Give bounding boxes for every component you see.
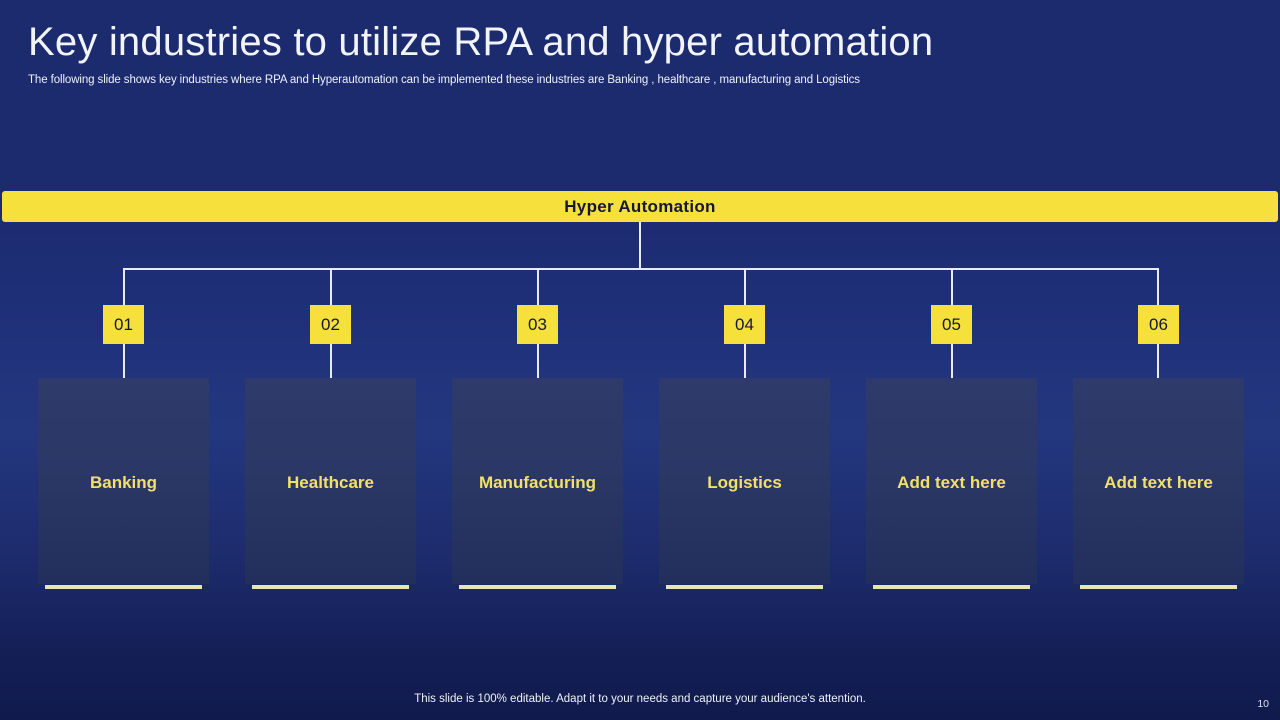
footer-note: This slide is 100% editable. Adapt it to… bbox=[414, 693, 866, 705]
industry-card-01[interactable]: Banking bbox=[38, 378, 209, 584]
banner-label: Hyper Automation bbox=[564, 196, 716, 216]
industry-card-label: Add text here bbox=[1104, 473, 1213, 492]
industry-card-02[interactable]: Healthcare bbox=[245, 378, 416, 584]
number-badge-04[interactable]: 04 bbox=[724, 305, 765, 344]
number-badge-02[interactable]: 02 bbox=[310, 305, 351, 344]
hyper-automation-banner[interactable]: Hyper Automation bbox=[2, 191, 1278, 222]
connector-stem bbox=[639, 222, 641, 270]
industry-card-label: Add text here bbox=[897, 473, 1006, 492]
industry-card-label: Healthcare bbox=[287, 473, 374, 492]
number-badge-06[interactable]: 06 bbox=[1138, 305, 1179, 344]
card-accent-bar-02 bbox=[252, 585, 409, 589]
number-badge-01[interactable]: 01 bbox=[103, 305, 144, 344]
industry-card-04[interactable]: Logistics bbox=[659, 378, 830, 584]
page-subtitle: The following slide shows key industries… bbox=[28, 74, 860, 86]
card-accent-bar-06 bbox=[1080, 585, 1237, 589]
number-badge-05[interactable]: 05 bbox=[931, 305, 972, 344]
connector-rail bbox=[123, 268, 1158, 270]
industry-card-03[interactable]: Manufacturing bbox=[452, 378, 623, 584]
page-number: 10 bbox=[1257, 698, 1269, 710]
card-accent-bar-05 bbox=[873, 585, 1030, 589]
industry-card-05[interactable]: Add text here bbox=[866, 378, 1037, 584]
card-accent-bar-01 bbox=[45, 585, 202, 589]
industry-card-label: Logistics bbox=[707, 473, 782, 492]
page-title: Key industries to utilize RPA and hyper … bbox=[28, 20, 934, 64]
card-accent-bar-04 bbox=[666, 585, 823, 589]
number-badge-03[interactable]: 03 bbox=[517, 305, 558, 344]
industry-card-label: Manufacturing bbox=[478, 473, 597, 492]
industry-card-label: Banking bbox=[89, 473, 158, 492]
industry-card-06[interactable]: Add text here bbox=[1073, 378, 1244, 584]
card-accent-bar-03 bbox=[459, 585, 616, 589]
